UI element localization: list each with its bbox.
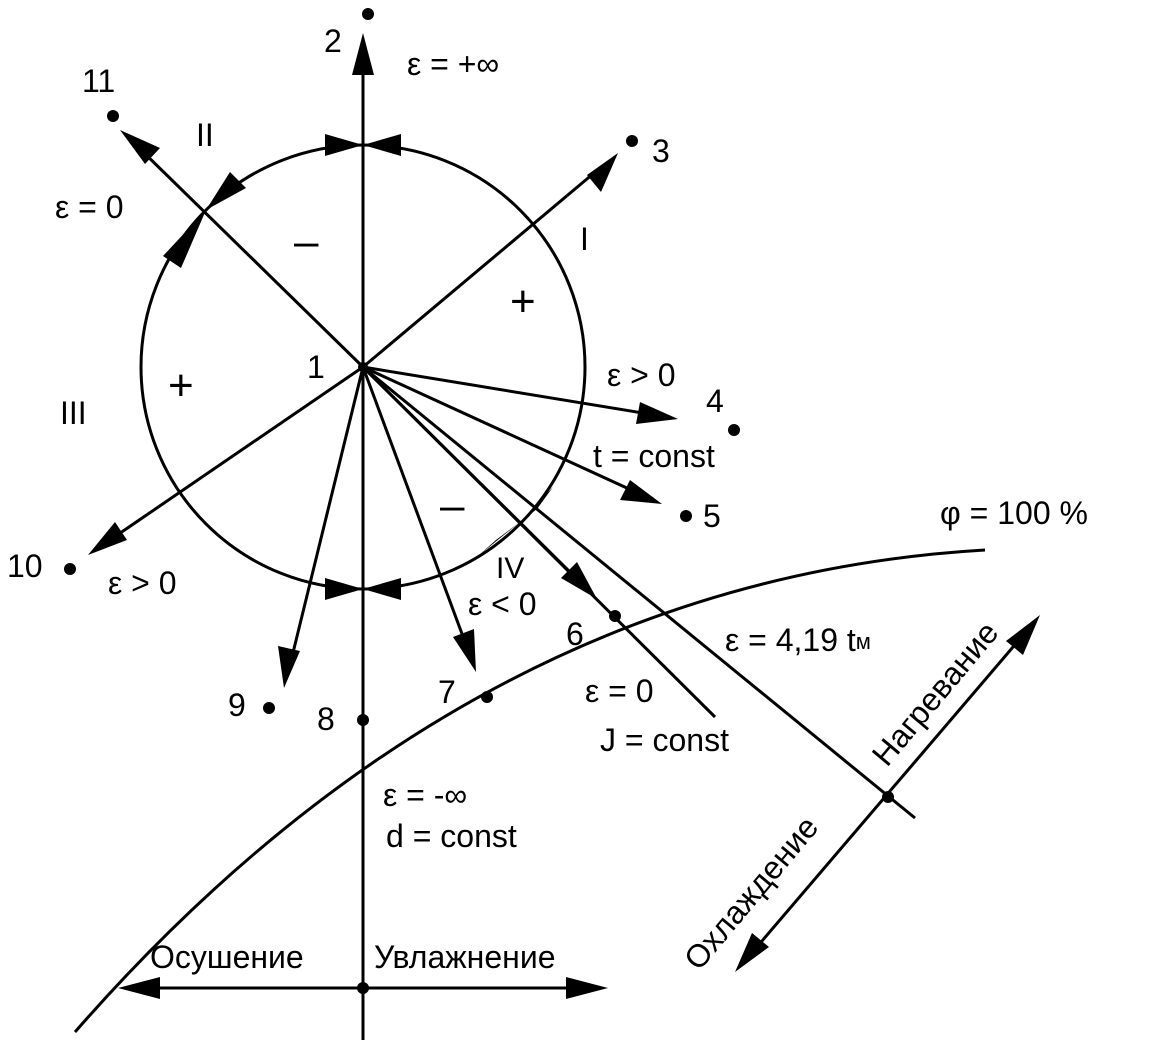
point-8: [357, 714, 369, 726]
point-4: [728, 424, 740, 436]
label-d-const: d = const: [386, 818, 517, 854]
sector-II: II: [196, 117, 214, 153]
sector-III: III: [60, 395, 87, 431]
label-point-7: 7: [438, 674, 456, 710]
point-cross: [357, 982, 369, 994]
label-point-3: 3: [652, 133, 670, 169]
label-point-4: 4: [706, 383, 724, 419]
label-eps-zero-lower: ε = 0: [585, 673, 654, 709]
point-10: [64, 563, 76, 575]
point-7: [481, 691, 493, 703]
label-heating: Нагревание: [865, 615, 1006, 773]
label-eps-lt0: ε < 0: [468, 586, 537, 622]
arrow-head-11: [120, 130, 160, 164]
label-point-11: 11: [82, 63, 115, 99]
point-5: [680, 510, 692, 522]
label-eps-zero-left: ε = 0: [55, 189, 124, 225]
label-point-10: 10: [7, 548, 43, 584]
label-eps-419-main: ε = 4,19 t: [725, 622, 856, 658]
label-j-const: J = const: [600, 722, 729, 758]
arrow-head-heating: [1006, 615, 1040, 655]
enthalpy-line: [361, 365, 717, 719]
label-humidifying: Увлажнение: [374, 939, 555, 975]
sector-I: I: [580, 221, 589, 257]
arrow-head-cooling: [735, 933, 769, 972]
wet-bulb-line: [362, 365, 916, 820]
label-phi-100: φ = 100 %: [940, 495, 1088, 531]
arrow-head-7: [453, 629, 476, 672]
circle-arrow-bottom-right: [363, 578, 401, 600]
arrow-head-4: [636, 402, 678, 424]
ray-9: [288, 366, 365, 666]
label-point-6: 6: [566, 616, 584, 652]
label-t-const: t = const: [593, 438, 715, 474]
circle-arrow-lower-a: [520, 487, 553, 522]
label-point-8: 8: [317, 701, 335, 737]
label-point-2: 2: [324, 23, 342, 59]
arrow-head-10: [88, 522, 127, 555]
label-point-5: 5: [703, 498, 721, 534]
point-11: [107, 110, 119, 122]
point-1: [358, 362, 368, 372]
circle-arrow-lower-b: [478, 522, 520, 556]
ray-4: [362, 365, 656, 417]
label-point-1: 1: [307, 349, 325, 385]
arrow-head-9: [278, 646, 300, 688]
sign-plus-left: +: [168, 361, 194, 410]
label-eps-plus-inf: ε = +∞: [407, 46, 499, 82]
point-2: [362, 8, 374, 20]
saturation-curve: [73, 548, 986, 1033]
circle-arrow-top-left: [325, 134, 363, 156]
sign-minus-lower: –: [440, 481, 465, 530]
label-eps-419-sub: м: [856, 629, 871, 654]
ray-7: [361, 366, 470, 651]
ray-11: [134, 143, 365, 369]
circle-arrow-upper-b: [163, 210, 206, 268]
label-eps-gt0-left: ε > 0: [108, 565, 177, 601]
sector-IV: IV: [496, 552, 524, 585]
point-6: [609, 610, 621, 622]
label-eps-gt0-right: ε > 0: [607, 357, 676, 393]
label-eps-minus-inf: ε = -∞: [383, 777, 467, 813]
sign-minus-upper: –: [294, 217, 319, 266]
ray-3: [362, 166, 601, 369]
sign-plus-right: +: [510, 277, 536, 326]
point-3: [626, 135, 638, 147]
arrow-head-humidifying: [566, 977, 608, 999]
circle-arrow-upper-a: [206, 172, 246, 210]
arrow-head-5: [620, 480, 662, 504]
ray-5: [362, 365, 641, 496]
label-drying: Осушение: [150, 939, 304, 975]
point-heat-cool: [882, 791, 894, 803]
arrow-head-2: [352, 33, 374, 75]
ray-10: [109, 365, 364, 542]
arrow-head-3: [587, 153, 618, 192]
label-eps-419: ε = 4,19 tм: [725, 622, 871, 658]
label-point-9: 9: [228, 687, 246, 723]
circle-arrow-bottom-left: [325, 578, 363, 600]
point-9: [263, 702, 275, 714]
circle-arrow-top-right: [363, 134, 401, 156]
arrow-head-drying: [118, 977, 160, 999]
